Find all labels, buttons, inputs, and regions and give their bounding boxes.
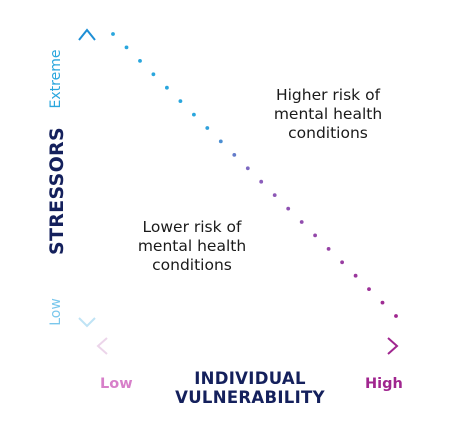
- threshold-dot: [286, 206, 291, 211]
- x-axis-low-label: Low: [100, 376, 133, 392]
- threshold-dot: [165, 85, 169, 90]
- x-axis-high-label: High: [365, 376, 403, 392]
- x-axis-title-line-1: INDIVIDUAL: [194, 369, 306, 388]
- threshold-dot: [326, 247, 331, 251]
- higher-risk-line-3: conditions: [288, 124, 368, 142]
- x-axis-arrow: [96, 337, 399, 355]
- threshold-dot: [232, 153, 237, 157]
- threshold-dot: [205, 126, 210, 130]
- threshold-dot: [313, 233, 317, 238]
- threshold-dot: [394, 314, 398, 318]
- threshold-dotted-line: [111, 32, 398, 318]
- threshold-dot: [299, 220, 304, 224]
- threshold-dot: [259, 179, 264, 184]
- x-axis-title: INDIVIDUAL VULNERABILITY: [150, 369, 350, 407]
- lower-risk-line-1: Lower risk of: [142, 218, 242, 236]
- threshold-dot: [340, 260, 344, 265]
- y-axis-high-label: Extreme: [48, 49, 64, 109]
- y-axis-title: STRESSORS: [46, 127, 68, 255]
- threshold-dot: [111, 32, 115, 36]
- threshold-dot: [218, 139, 223, 144]
- threshold-dot: [138, 59, 142, 63]
- lower-risk-label: Lower risk of mental health conditions: [122, 218, 262, 275]
- threshold-dot: [367, 287, 371, 291]
- threshold-dot: [272, 193, 277, 198]
- y-axis-arrow: [78, 28, 96, 328]
- higher-risk-label: Higher risk of mental health conditions: [258, 86, 398, 143]
- threshold-dot: [353, 273, 358, 278]
- threshold-dot: [192, 112, 196, 117]
- lower-risk-line-3: conditions: [152, 256, 232, 274]
- threshold-dot: [380, 300, 385, 305]
- threshold-dot: [124, 45, 129, 50]
- threshold-dot: [151, 72, 156, 77]
- lower-risk-line-2: mental health: [137, 237, 247, 255]
- threshold-dot: [178, 99, 183, 103]
- higher-risk-line-2: mental health: [273, 105, 383, 123]
- threshold-dot: [245, 166, 250, 171]
- y-axis-low-label: Low: [48, 298, 64, 326]
- higher-risk-line-1: Higher risk of: [275, 86, 381, 104]
- x-axis-title-line-2: VULNERABILITY: [175, 388, 325, 407]
